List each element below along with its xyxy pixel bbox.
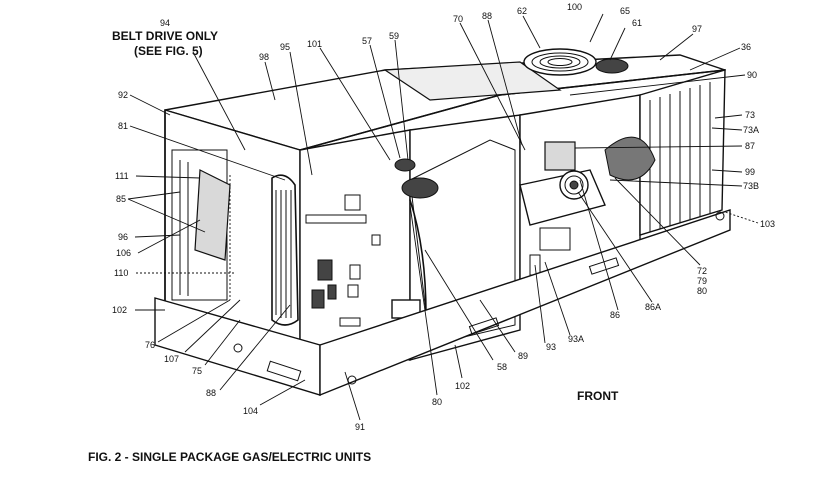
- callout-97: 97: [692, 24, 702, 34]
- callout-57: 57: [362, 36, 372, 46]
- callout-86A: 86A: [645, 302, 661, 312]
- callout-95: 95: [280, 42, 290, 52]
- callout-89: 89: [518, 351, 528, 361]
- callout-86: 86: [610, 310, 620, 320]
- callout-93A: 93A: [568, 334, 584, 344]
- figure-caption: FIG. 2 - SINGLE PACKAGE GAS/ELECTRIC UNI…: [88, 450, 371, 464]
- callout-88-bottom: 88: [206, 388, 216, 398]
- left-cabinet: [164, 109, 301, 346]
- callout-101: 101: [307, 39, 322, 49]
- callout-labels: 94 98 95 101 57 59 70 88 62 100 65 61 97…: [112, 2, 775, 432]
- callout-104: 104: [243, 406, 258, 416]
- roof-panel: [164, 54, 726, 151]
- callout-87: 87: [745, 141, 755, 151]
- callout-62: 62: [517, 6, 527, 16]
- callout-106: 106: [116, 248, 131, 258]
- callout-99: 99: [745, 167, 755, 177]
- leader-lines: [127, 13, 759, 421]
- see-fig-note: (SEE FIG. 5): [134, 44, 203, 58]
- control-box: [299, 129, 411, 361]
- callout-102-left: 102: [112, 305, 127, 315]
- callout-73A: 73A: [743, 125, 759, 135]
- callout-75: 75: [192, 366, 202, 376]
- callout-80-right: 80: [697, 286, 707, 296]
- callout-65: 65: [620, 6, 630, 16]
- condenser-coil: [604, 69, 726, 236]
- callout-73B: 73B: [743, 181, 759, 191]
- callout-70: 70: [453, 14, 463, 24]
- callout-102-bottom: 102: [455, 381, 470, 391]
- callout-98: 98: [259, 52, 269, 62]
- callout-94: 94: [160, 18, 170, 28]
- callout-61: 61: [632, 18, 642, 28]
- callout-73: 73: [745, 110, 755, 120]
- callout-100: 100: [567, 2, 582, 12]
- callout-36: 36: [741, 42, 751, 52]
- evaporator-coil: [271, 174, 299, 326]
- callout-111: 111: [115, 171, 129, 181]
- callout-88: 88: [482, 11, 492, 21]
- belt-drive-note: BELT DRIVE ONLY: [112, 29, 218, 43]
- callout-93: 93: [546, 342, 556, 352]
- callout-80-bottom: 80: [432, 397, 442, 407]
- callout-91: 91: [355, 422, 365, 432]
- callout-90: 90: [747, 70, 757, 80]
- callout-92: 92: [118, 90, 128, 100]
- callout-76: 76: [145, 340, 155, 350]
- callout-96: 96: [118, 232, 128, 242]
- callout-72: 72: [697, 266, 707, 276]
- callout-59: 59: [389, 31, 399, 41]
- callout-110: 110: [114, 268, 128, 278]
- callout-85: 85: [116, 194, 126, 204]
- condenser-fan-grille: [523, 48, 629, 76]
- front-label: FRONT: [577, 389, 619, 403]
- base-rail: [154, 209, 731, 397]
- callout-107: 107: [164, 354, 179, 364]
- callout-58: 58: [497, 362, 507, 372]
- callout-79: 79: [697, 276, 707, 286]
- callout-81: 81: [118, 121, 128, 131]
- callout-103: 103: [760, 219, 775, 229]
